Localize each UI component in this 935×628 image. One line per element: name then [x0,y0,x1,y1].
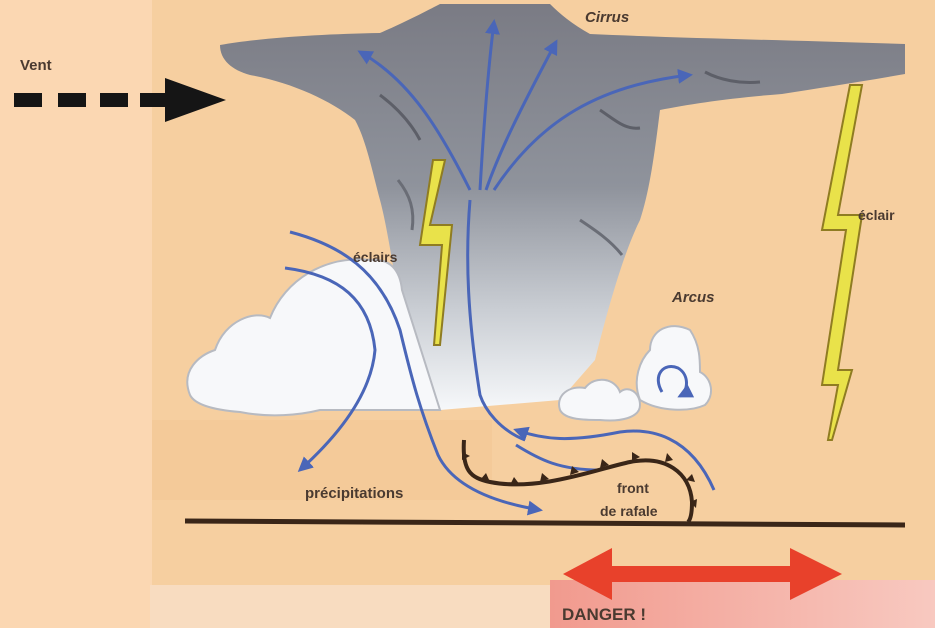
vent-label: Vent [20,57,52,74]
gust-front-label-line1: front [617,480,649,496]
precipitations-label: précipitations [305,485,403,502]
gust-front-label-line2: de rafale [600,503,658,519]
danger-label: DANGER ! [562,605,646,624]
cirrus-label: Cirrus [585,9,629,26]
arcus-label: Arcus [671,289,715,306]
bottom-band [150,585,550,628]
eclair-label: éclair [858,207,895,223]
eclairs-label: éclairs [353,249,398,265]
